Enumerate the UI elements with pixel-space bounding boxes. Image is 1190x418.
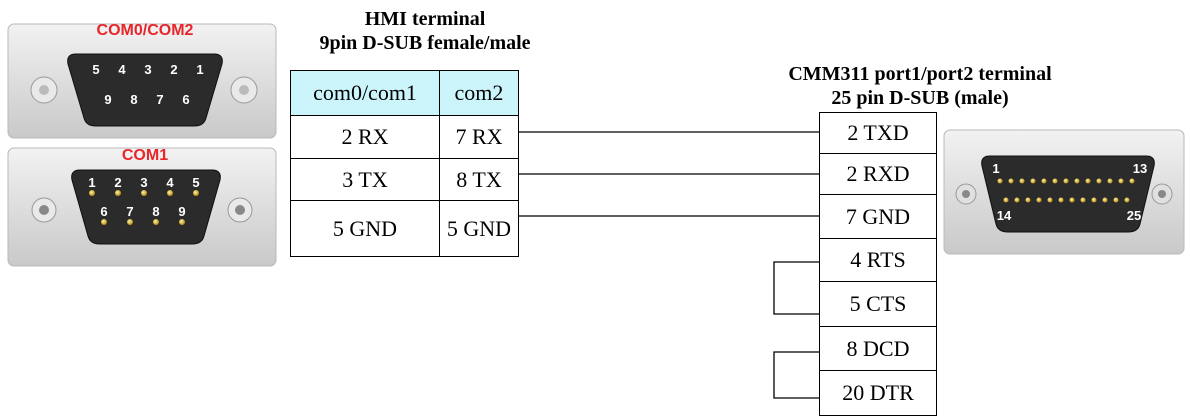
com0-com2-label: COM0/COM2 — [96, 22, 194, 39]
hmi-title: HMI terminal 9pin D-SUB female/male — [290, 7, 560, 55]
com0-pin-numbers: 5 4 3 2 1 9 8 7 6 — [92, 62, 203, 107]
hmi-cell-com2-row1: 7 RX — [439, 115, 519, 159]
hmi-header-com2: com2 — [439, 70, 519, 116]
cmm-cell-dtr: 20 DTR — [819, 370, 937, 416]
cmm-cell-rts: 4 RTS — [819, 238, 937, 282]
pin-number: 3 — [140, 175, 147, 190]
hmi-cell-com2-row3: 5 GND — [439, 200, 519, 257]
hmi-cell-com2-row2: 8 TX — [439, 158, 519, 201]
pin-number: 5 — [192, 175, 199, 190]
pin-number: 13 — [1133, 161, 1147, 176]
hmi-cell-com0-row2: 3 TX — [290, 158, 440, 201]
pin-number: 14 — [997, 208, 1012, 223]
cmm-cell-dcd: 8 DCD — [819, 326, 937, 371]
pin-number: 25 — [1127, 208, 1141, 223]
com1-pin-numbers: 1 2 3 4 5 6 7 8 9 — [88, 175, 199, 219]
cmm-cell-txd: 2 TXD — [819, 112, 937, 154]
pin-number: 7 — [126, 204, 133, 219]
db25-pin-numbers: 1 13 14 25 — [992, 161, 1147, 223]
loop-dcd-dtr — [773, 351, 819, 399]
wiring — [519, 131, 819, 399]
pin-number: 2 — [170, 62, 177, 77]
pin-number: 4 — [166, 175, 174, 190]
db25-connector — [943, 129, 1185, 255]
pin-number: 5 — [92, 62, 99, 77]
hmi-header-com0-com1: com0/com1 — [290, 70, 440, 116]
hmi-cell-com0-row1: 2 RX — [290, 115, 440, 159]
pin-number: 3 — [144, 62, 151, 77]
pin-number: 1 — [196, 62, 203, 77]
pin-number: 2 — [114, 175, 121, 190]
loop-rts-cts — [773, 261, 819, 315]
com0-com2-connector — [7, 23, 277, 139]
pin-number: 9 — [178, 204, 185, 219]
hmi-cell-com0-row3: 5 GND — [290, 200, 440, 257]
pin-number: 7 — [156, 92, 163, 107]
cmm-title: CMM311 port1/port2 terminal 25 pin D-SUB… — [740, 62, 1100, 110]
pin-number: 6 — [100, 204, 107, 219]
cmm-cell-gnd: 7 GND — [819, 194, 937, 239]
pin-number: 8 — [130, 92, 137, 107]
pin-number: 6 — [182, 92, 189, 107]
pin-number: 8 — [152, 204, 159, 219]
hmi-title-line2: 9pin D-SUB female/male — [319, 32, 531, 54]
com1-label: COM1 — [121, 147, 169, 164]
cmm-cell-rxd: 2 RXD — [819, 153, 937, 195]
hmi-title-line1: HMI terminal — [364, 8, 486, 30]
com1-connector — [7, 147, 277, 267]
cmm-cell-cts: 5 CTS — [819, 281, 937, 327]
cmm-title-line1: CMM311 port1/port2 terminal — [788, 63, 1052, 85]
pin-number: 1 — [992, 161, 999, 176]
pin-number: 9 — [104, 92, 111, 107]
cmm-title-line2: 25 pin D-SUB (male) — [831, 87, 1009, 109]
pin-number: 4 — [118, 62, 126, 77]
pin-number: 1 — [88, 175, 95, 190]
